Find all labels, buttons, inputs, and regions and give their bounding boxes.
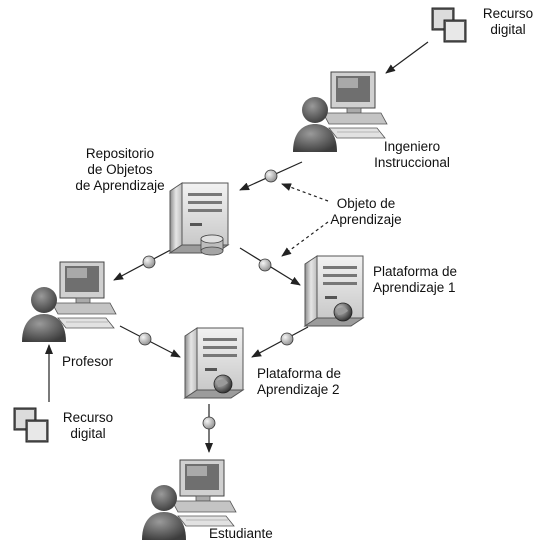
label-line: Profesor (62, 354, 114, 369)
label-line: Recurso (482, 6, 534, 21)
recurso-digital-top-icon (431, 7, 467, 43)
label-line: Recurso (62, 410, 114, 425)
token (258, 258, 272, 272)
label-line: Instruccional (374, 155, 450, 170)
label-line: Aprendizaje 2 (257, 382, 340, 397)
token (202, 416, 216, 430)
label-profesor: Profesor (62, 354, 132, 370)
object-tokens (138, 169, 294, 430)
globe-icon (213, 374, 233, 394)
label-line: Estudiante (209, 526, 273, 541)
label-recurso-digital-bottom: Recurso digital (52, 410, 124, 442)
arrow-recurso-to-ingeniero (385, 41, 429, 74)
label-recurso-digital-top: Recurso digital (476, 6, 540, 38)
token (280, 332, 294, 346)
arrow-objeto-dashed-up (281, 183, 329, 202)
plataforma-1-server-icon (304, 255, 364, 327)
profesor-computer-user-icon (21, 261, 117, 343)
database-icon (200, 234, 224, 256)
label-repositorio: Repositorio de Objetos de Aprendizaje (60, 146, 180, 194)
label-line: Plataforma de (373, 264, 458, 279)
label-objeto-de-aprendizaje: Objeto de Aprendizaje (314, 196, 418, 228)
label-ingeniero-instruccional: Ingeniero Instruccional (360, 139, 464, 171)
label-line: digital (70, 426, 106, 441)
label-line: digital (490, 22, 526, 37)
label-line: Ingeniero (383, 139, 441, 154)
label-line: Objeto de (336, 196, 396, 211)
label-plataforma-2: Plataforma de Aprendizaje 2 (257, 366, 367, 398)
plataforma-2-server-icon (184, 327, 244, 399)
token (138, 332, 152, 346)
globe-icon (333, 302, 353, 322)
label-line: Aprendizaje (330, 212, 402, 227)
recurso-digital-bottom-icon (13, 407, 49, 443)
token (264, 169, 278, 183)
label-line: Aprendizaje 1 (373, 280, 456, 295)
label-line: Plataforma de (257, 366, 342, 381)
label-line: de Aprendizaje (75, 178, 165, 193)
repositorio-server-icon (169, 182, 229, 256)
arrow-plataforma1-to-plataforma2 (251, 326, 309, 358)
label-line: Repositorio (85, 146, 155, 161)
label-estudiante: Estudiante (209, 526, 299, 542)
label-plataforma-1: Plataforma de Aprendizaje 1 (373, 264, 483, 296)
token (142, 255, 156, 269)
label-line: de Objetos (87, 162, 153, 177)
